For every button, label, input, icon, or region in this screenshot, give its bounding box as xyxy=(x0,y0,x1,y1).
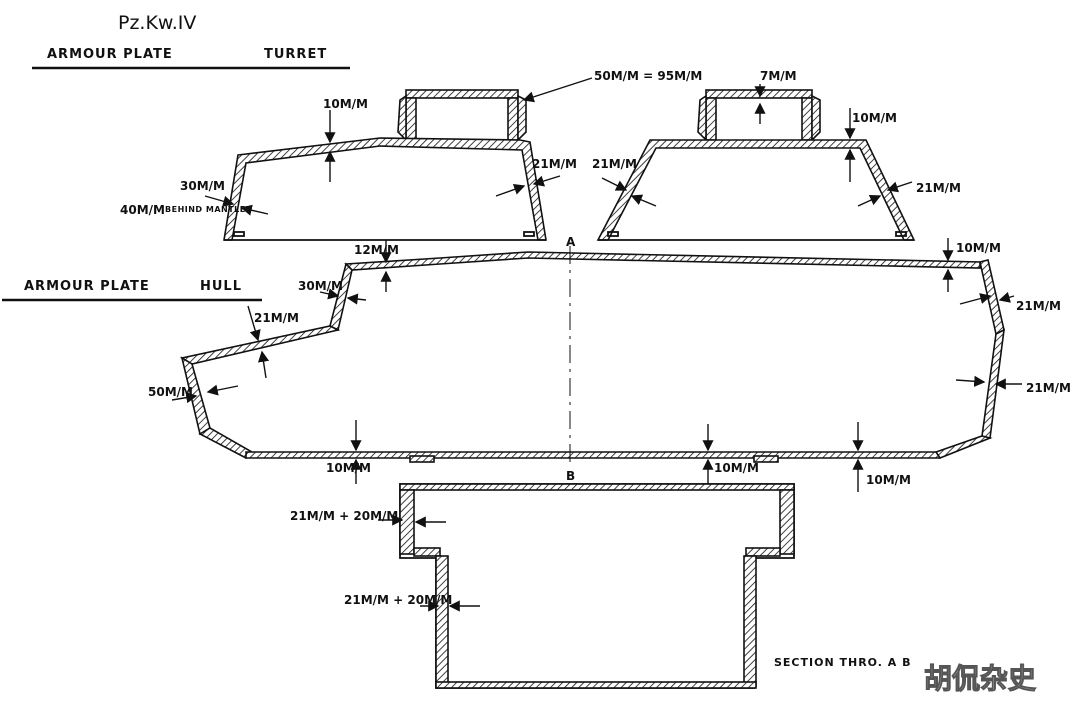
hull-rear-upper-thickness: 21M/M xyxy=(1016,299,1061,313)
hull-cross-section xyxy=(399,483,795,689)
hull-floor-middle-thickness: 10M/M xyxy=(714,461,759,475)
hull-section-label: ARMOUR PLATE xyxy=(24,279,150,294)
section-point-b: B xyxy=(566,469,575,483)
section-lower-side-thickness: 21M/M + 20M/M xyxy=(344,593,452,607)
hull-front-roof-thickness: 12M/M xyxy=(354,243,399,257)
turret-section-label-right: TURRET xyxy=(264,47,327,62)
hull-upper-front-thickness: 30M/M xyxy=(298,279,343,293)
front-right-side-thickness: 21M/M xyxy=(916,181,961,195)
hull-roof-armour xyxy=(344,251,981,271)
cupola-thickness: 50M/M = 95M/M xyxy=(594,69,702,83)
hull-glacis-thickness: 21M/M xyxy=(254,311,299,325)
front-left-side-thickness: 21M/M xyxy=(592,157,637,171)
section-point-a: A xyxy=(566,235,576,249)
turret-side-armour xyxy=(223,137,547,241)
hull-section-label-right: HULL xyxy=(200,279,242,294)
turret-side-view xyxy=(223,89,547,241)
front-cupola-thickness: 7M/M xyxy=(760,69,797,83)
diagram-title: Pz.Kw.IV xyxy=(118,12,196,34)
turret-front-thickness: 30M/M xyxy=(180,179,225,193)
hull-floor-front-thickness: 10M/M xyxy=(326,461,371,475)
turret-top-thickness: 10M/M xyxy=(323,97,368,111)
hull-rear-lower-thickness: 21M/M xyxy=(1026,381,1071,395)
behind-mantlet-note: BEHIND MANTLET xyxy=(165,205,252,214)
hull-floor-armour xyxy=(245,451,941,459)
turret-rear-thickness: 21M/M xyxy=(532,157,577,171)
turret-front-armour xyxy=(596,139,916,241)
hull-lower-front-thickness: 50M/M xyxy=(148,385,193,399)
turret-section-label: ARMOUR PLATE xyxy=(47,47,173,62)
front-roof-thickness: 10M/M xyxy=(852,111,897,125)
hull-floor-rear-thickness: 10M/M xyxy=(866,473,911,487)
section-caption: SECTION THRO. A B xyxy=(774,656,912,669)
section-upper-side-thickness: 21M/M + 20M/M xyxy=(290,509,398,523)
turret-mantlet-thickness: 40M/M xyxy=(120,203,165,217)
hull-rear-roof-thickness: 10M/M xyxy=(956,241,1001,255)
watermark: 胡侃杂史 xyxy=(924,662,1036,695)
